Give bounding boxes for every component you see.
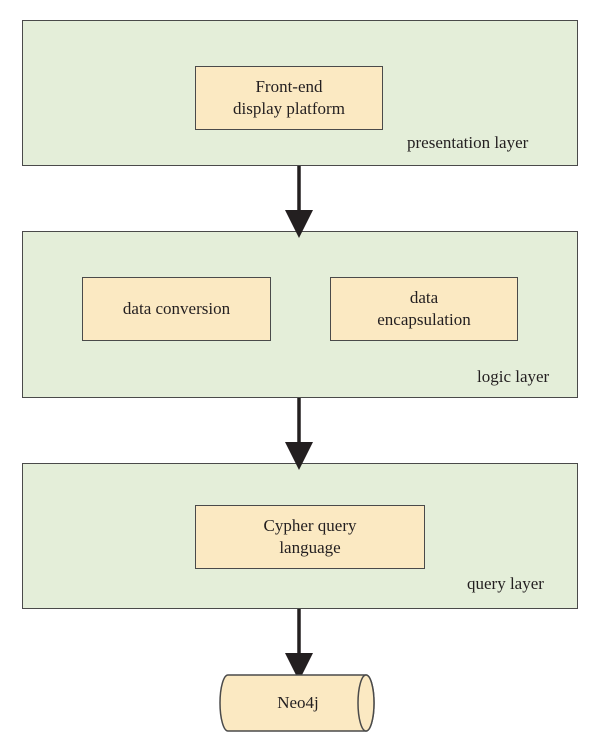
neo4j-label: Neo4j xyxy=(277,693,319,712)
cypher-query-language-box: Cypher query language xyxy=(195,505,425,569)
logic-layer-label: logic layer xyxy=(477,367,550,386)
query-layer: Cypher query language query layer xyxy=(22,463,578,609)
logic-layer: data conversion data encapsulation logic… xyxy=(22,231,578,398)
presentation-layer: Front-end display platform presentation … xyxy=(22,20,578,166)
neo4j-database-cylinder xyxy=(219,674,375,732)
presentation-layer-label: presentation layer xyxy=(407,133,529,152)
data-encapsulation-box: data encapsulation xyxy=(330,277,518,341)
front-end-display-platform-box: Front-end display platform xyxy=(195,66,383,130)
data-conversion-box: data conversion xyxy=(82,277,271,341)
query-layer-label: query layer xyxy=(467,574,544,593)
